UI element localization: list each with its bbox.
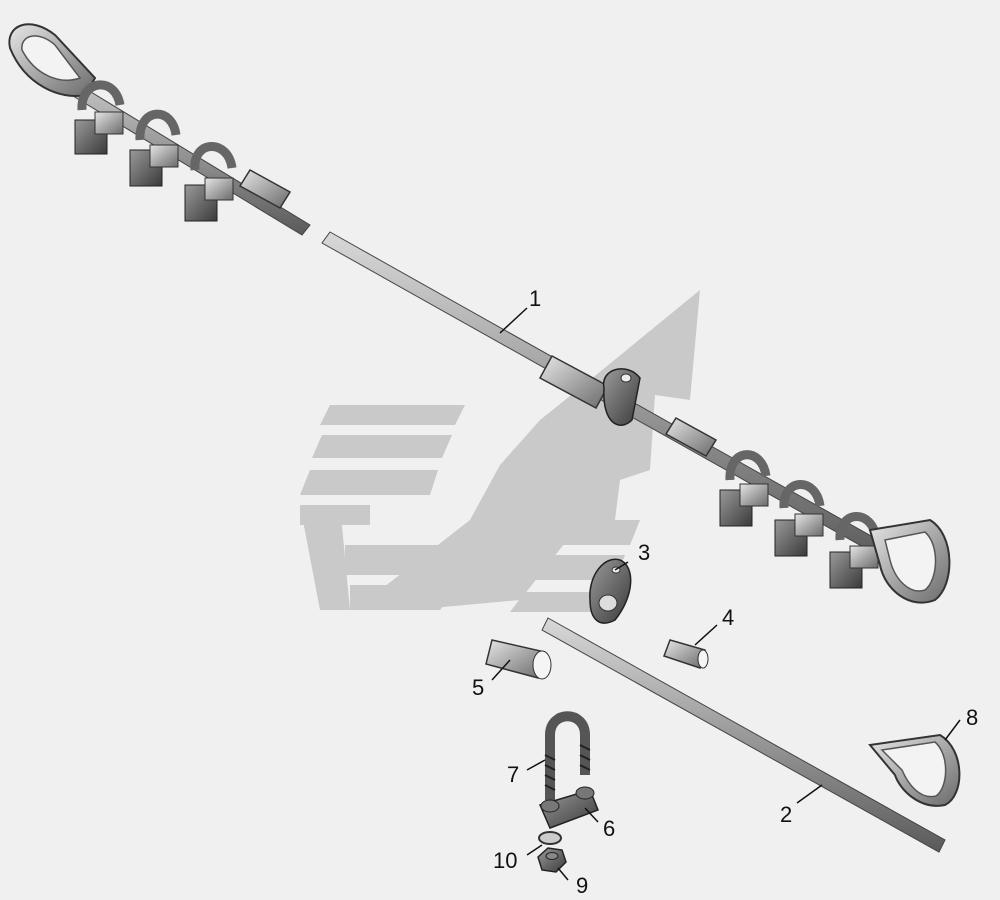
callout-8: 8 bbox=[966, 705, 978, 730]
part-3-plate bbox=[589, 558, 632, 624]
thimble-right bbox=[868, 518, 951, 604]
clamp-right-1 bbox=[719, 450, 771, 527]
callout-2: 2 bbox=[780, 802, 792, 827]
callout-5: 5 bbox=[472, 675, 484, 700]
part-10-washer bbox=[538, 831, 562, 845]
leader-lines bbox=[491, 307, 961, 881]
clamp-left-2 bbox=[129, 109, 181, 187]
callout-6: 6 bbox=[603, 816, 615, 841]
part-9-nut bbox=[537, 847, 567, 873]
sleeve-left bbox=[238, 169, 292, 209]
part-6-saddle bbox=[538, 786, 599, 829]
part-5-sleeve bbox=[485, 639, 552, 680]
clamp-right-2 bbox=[774, 480, 825, 557]
part-4-sleeve bbox=[663, 639, 709, 669]
callout-1: 1 bbox=[529, 286, 541, 311]
sleeve-middle bbox=[538, 354, 610, 410]
callout-10: 10 bbox=[493, 848, 517, 873]
plate-middle bbox=[603, 368, 641, 426]
thimble-left bbox=[8, 23, 97, 97]
clamp-left-1 bbox=[74, 80, 125, 155]
part-8-thimble bbox=[868, 733, 961, 807]
cable-assembly bbox=[8, 23, 951, 604]
callout-4: 4 bbox=[722, 605, 734, 630]
callout-7: 7 bbox=[507, 762, 519, 787]
clamp-left-3 bbox=[184, 142, 237, 222]
sleeve-right bbox=[664, 417, 718, 457]
part-2-cable bbox=[541, 617, 946, 853]
part-7-u-bolt bbox=[544, 711, 591, 800]
callout-9: 9 bbox=[576, 873, 588, 898]
callout-3: 3 bbox=[638, 540, 650, 565]
